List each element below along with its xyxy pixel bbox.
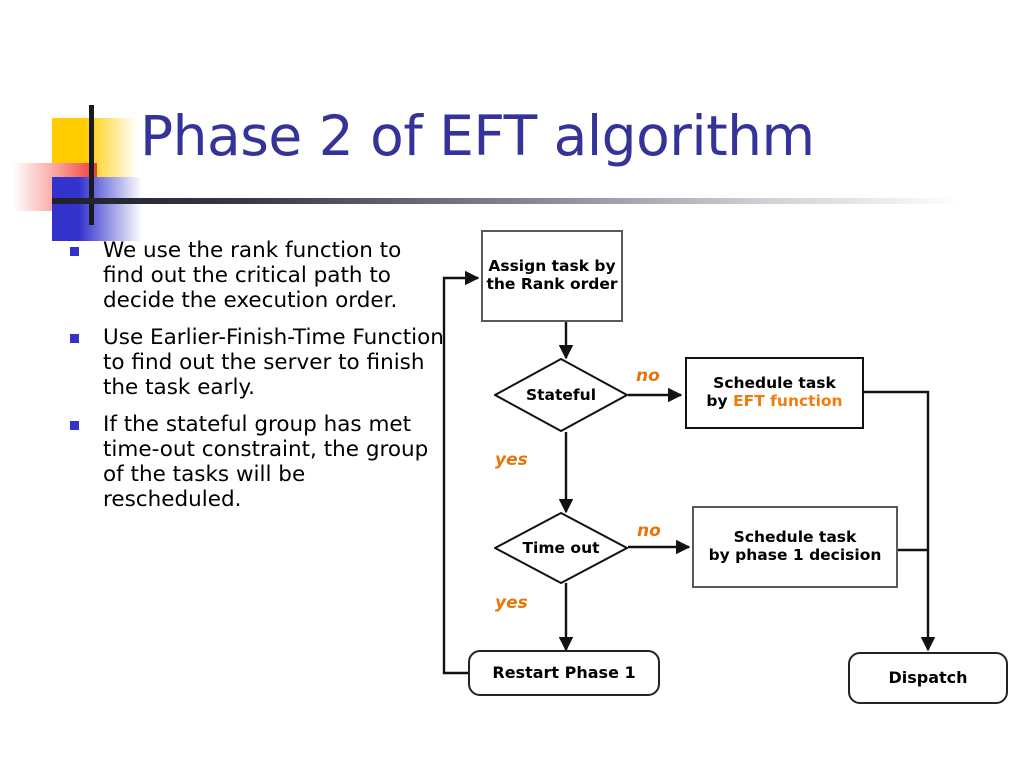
list-item: Use Earlier-Finish-Time Function to find… — [70, 325, 445, 400]
edge-label-stateful-yes: yes — [495, 450, 528, 470]
time-out-diamond-shape — [492, 511, 630, 585]
list-item: We use the rank function to find out the… — [70, 238, 445, 313]
stateful-diamond-shape — [492, 357, 630, 433]
bullet-square-icon — [70, 247, 79, 256]
flow-node-time-out[interactable]: Time out — [492, 511, 630, 585]
flow-node-schedule-eft-accent: EFT function — [733, 392, 843, 410]
flow-node-stateful-label: Stateful — [525, 386, 597, 404]
bullet-list: We use the rank function to find out the… — [70, 238, 445, 524]
flow-node-dispatch-label: Dispatch — [888, 667, 968, 687]
list-item-text: We use the rank function to find out the… — [103, 238, 402, 313]
flow-node-time-out-label: Time out — [522, 539, 600, 557]
list-item: If the stateful group has met time-out c… — [70, 412, 445, 512]
flow-node-assign-task-line1: Assign task by — [488, 257, 616, 276]
list-item-text: Use Earlier-Finish-Time Function to find… — [103, 325, 444, 400]
edge-restart-to-assign-feedback — [442, 270, 480, 675]
flow-node-schedule-eft[interactable]: Schedule task by EFT function — [685, 357, 864, 429]
edge-eft-to-dispatch — [864, 390, 936, 652]
edge-label-stateful-no: no — [636, 366, 660, 386]
edge-label-timeout-no: no — [637, 521, 661, 541]
page-title: Phase 2 of EFT algorithm — [140, 104, 815, 168]
edge-label-timeout-yes: yes — [495, 593, 528, 613]
bullet-square-icon — [70, 421, 79, 430]
logo-blue-block — [52, 177, 142, 241]
slide-logo-mark — [0, 0, 210, 241]
flow-node-assign-task-line2: the Rank order — [486, 275, 618, 293]
flow-node-schedule-phase1-line1: Schedule task — [733, 528, 857, 547]
logo-vertical-line — [89, 105, 94, 225]
flow-node-schedule-phase1-line2: by phase 1 decision — [708, 546, 882, 564]
flow-node-stateful[interactable]: Stateful — [492, 357, 630, 433]
flow-node-restart-phase1[interactable]: Restart Phase 1 — [468, 650, 660, 696]
flow-node-dispatch[interactable]: Dispatch — [848, 652, 1008, 704]
bullet-square-icon — [70, 334, 79, 343]
flow-node-schedule-eft-line1: Schedule task — [713, 374, 836, 393]
flow-node-schedule-phase1[interactable]: Schedule task by phase 1 decision — [692, 506, 898, 588]
title-divider-rule — [52, 198, 962, 204]
list-item-text: If the stateful group has met time-out c… — [103, 412, 429, 512]
flow-node-restart-phase1-label: Restart Phase 1 — [492, 662, 636, 682]
flow-node-schedule-eft-line2: by — [706, 392, 734, 410]
flow-node-assign-task[interactable]: Assign task by the Rank order — [481, 230, 623, 322]
